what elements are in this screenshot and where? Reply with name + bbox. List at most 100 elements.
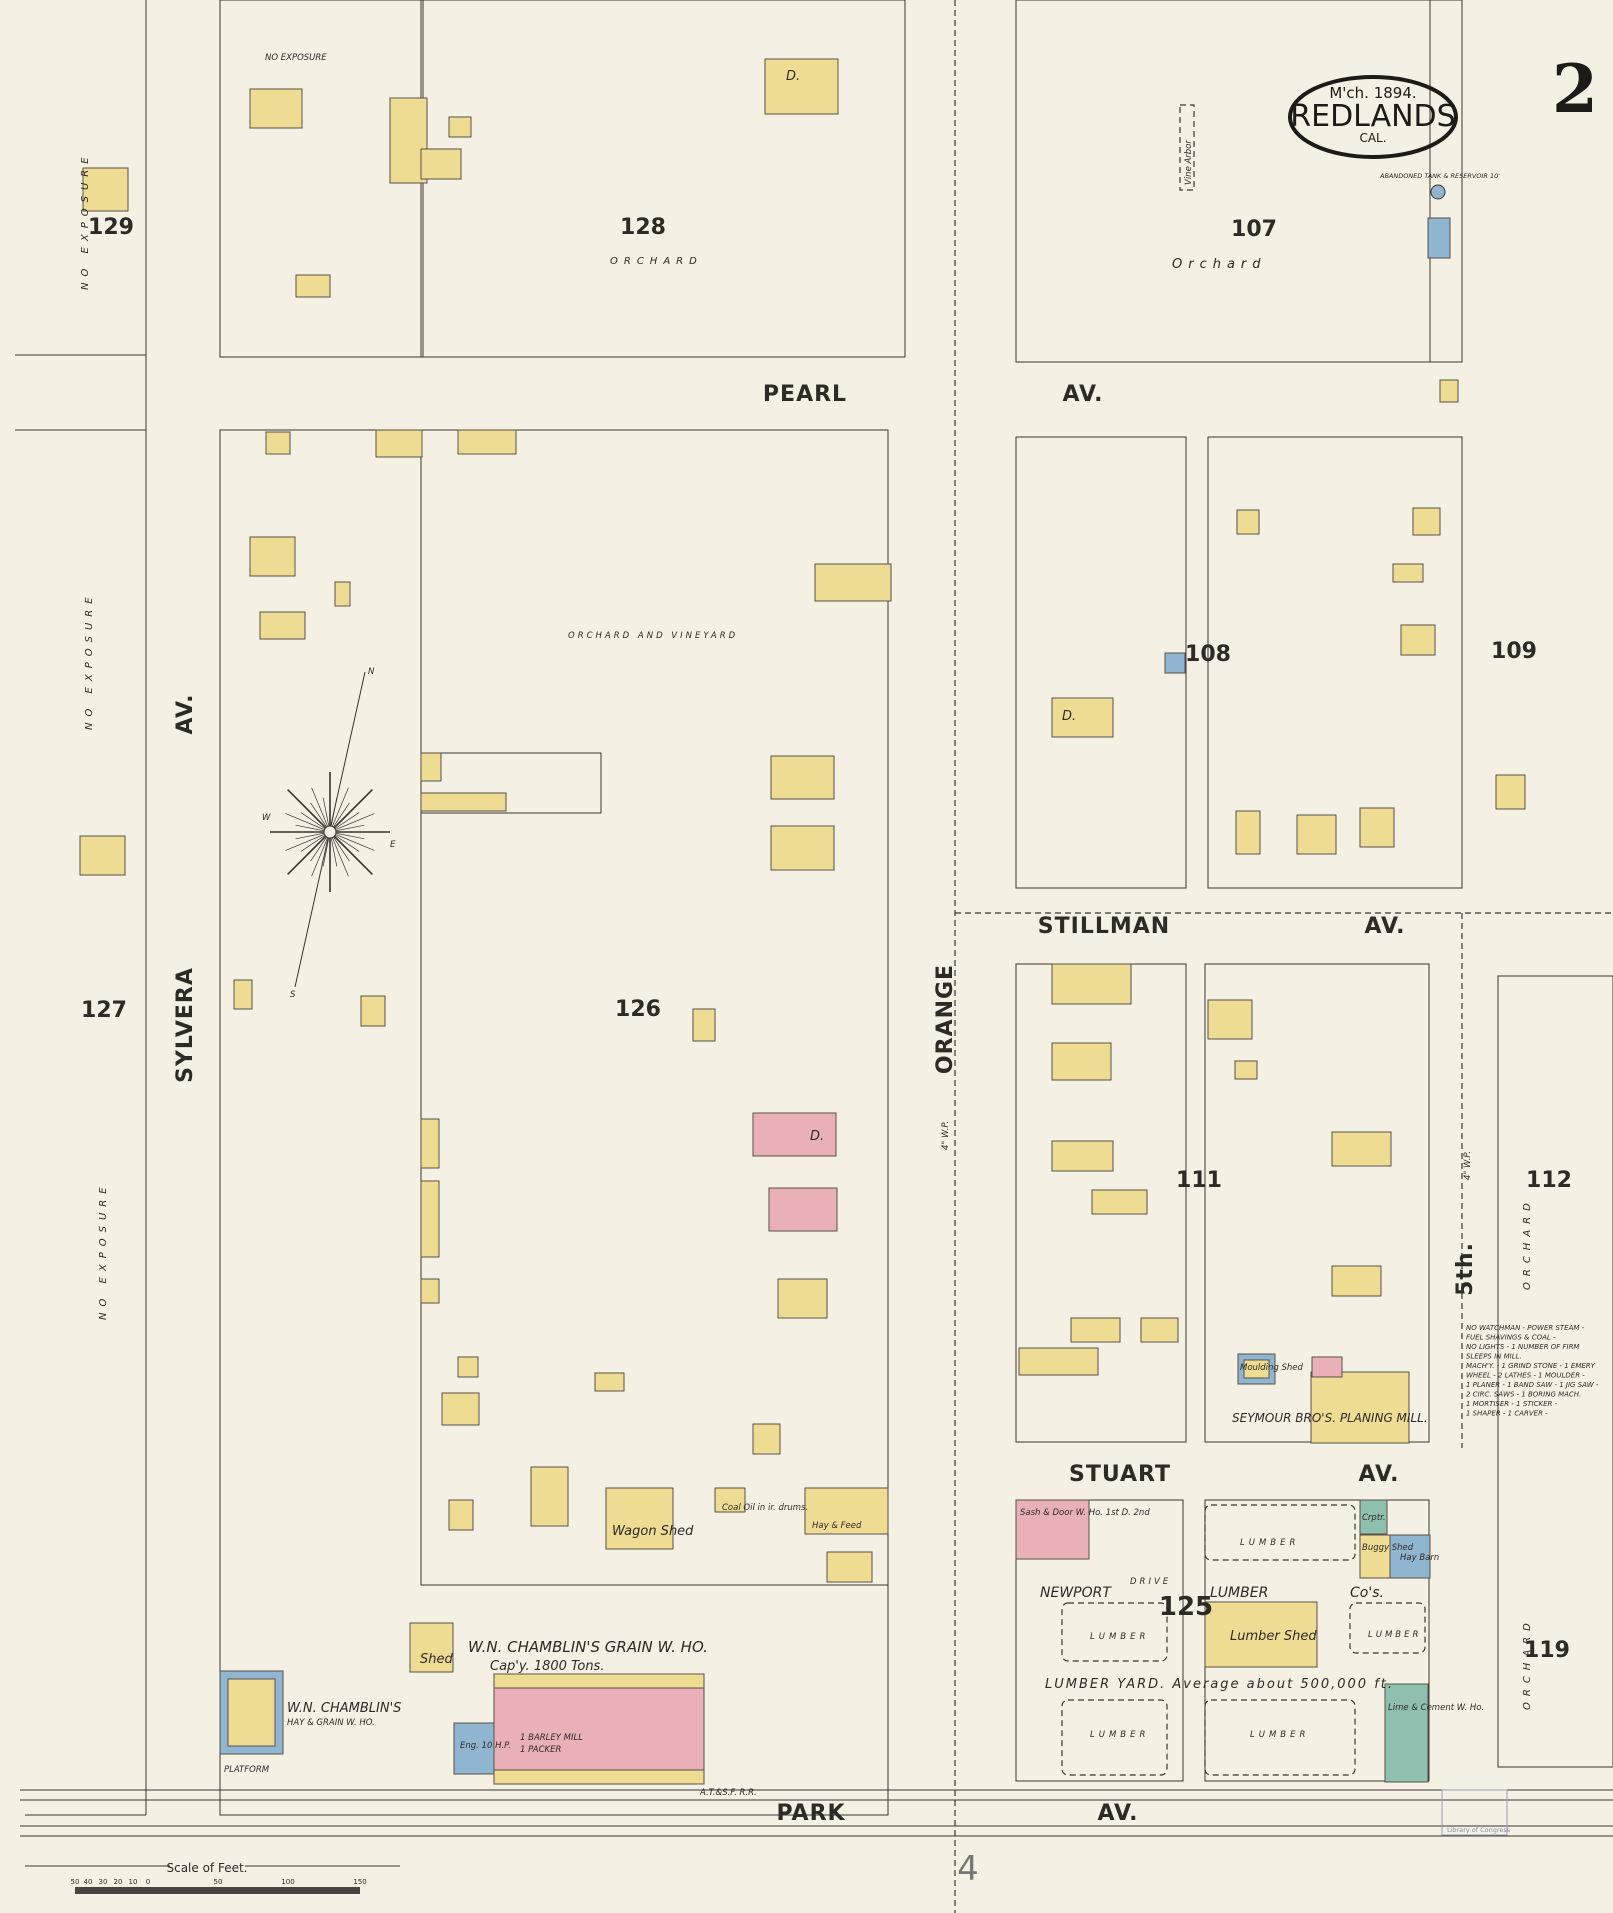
building [752, 1423, 781, 1455]
scale-tick: 40 [84, 1878, 93, 1886]
building [1296, 814, 1337, 855]
lumber-pile [1349, 1602, 1426, 1654]
building [1051, 1140, 1114, 1172]
block-111: 111 [1176, 1168, 1222, 1193]
dwelling-label: D. [1062, 709, 1076, 724]
sash-door-label: Sash & Door W. Ho. 1st D. 2nd [1020, 1508, 1150, 1518]
mill-note-line: 1 MORTISER - 1 STICKER - [1466, 1400, 1558, 1408]
lumber-yard-label: LUMBER YARD. Average about 500,000 ft. [1045, 1677, 1394, 1692]
no-exposure-left-2: NO EXPOSURE [84, 591, 95, 730]
water-pipe-orange: 4" W.P. [941, 1121, 951, 1150]
grain-warehouse-title: W.N. CHAMBLIN'S GRAIN W. HO. [468, 1638, 708, 1656]
compass-ray [287, 831, 331, 875]
building [493, 1673, 705, 1689]
building [1070, 1317, 1121, 1343]
lumber-pile-5: LUMBER [1250, 1730, 1309, 1740]
block-outline [219, 0, 906, 358]
lumber-pile [1204, 1504, 1356, 1561]
wagon-shed-label: Wagon Shed [612, 1524, 694, 1539]
building [1018, 1347, 1099, 1376]
title-cartouche: M'ch. 1894. REDLANDS CAL. [1288, 75, 1458, 159]
building [448, 1499, 474, 1531]
building [594, 1372, 625, 1392]
street-park-av: AV. [1097, 1801, 1138, 1826]
mill-note-line: 1 SHAPER - 1 CARVER - [1466, 1410, 1548, 1418]
building [1439, 379, 1459, 403]
scale-tick: 10 [129, 1878, 138, 1886]
compass-e: E [390, 840, 396, 850]
dwelling-label: D. [786, 69, 800, 84]
scale-tick: 0 [146, 1878, 150, 1886]
building [714, 1487, 746, 1513]
building [249, 536, 296, 577]
building [768, 1187, 838, 1232]
block-107: 107 [1231, 217, 1277, 242]
block-128: 128 [620, 215, 666, 240]
building [259, 611, 306, 640]
scale-title: Scale of Feet. [166, 1861, 247, 1875]
street-stillman: STILLMAN [1038, 914, 1170, 939]
building [605, 1487, 674, 1550]
building [420, 148, 462, 180]
hay-feed-label: Hay & Feed [812, 1521, 862, 1531]
water-pipe-fifth: 4" W.P. [1463, 1151, 1473, 1180]
building [1427, 217, 1451, 259]
hay-grain-name: W.N. CHAMBLIN'S [287, 1701, 401, 1716]
drive-label: DRIVE [1130, 1577, 1171, 1587]
building [265, 431, 291, 455]
street-sylvera-av: AV. [173, 693, 198, 734]
railroad-tracks [20, 1789, 1613, 1837]
block-outline [420, 429, 889, 1586]
seymour-mill-label: SEYMOUR BRO'S. PLANING MILL. [1232, 1411, 1428, 1425]
building [692, 1008, 716, 1042]
carpentry-label: Crptr. [1362, 1513, 1386, 1523]
lumber-pile-2: LUMBER [1240, 1538, 1299, 1548]
orchard-107: Orchard [1172, 257, 1267, 272]
company-label: Co's. [1350, 1585, 1384, 1601]
building [493, 1687, 705, 1785]
building [1164, 652, 1186, 674]
scale-tick: 50 [71, 1878, 80, 1886]
street-sylvera: SYLVERA [173, 967, 198, 1083]
compass-ray [329, 787, 349, 833]
compass-ray [329, 789, 373, 833]
mill-note-line: MACH'Y. - 1 GRIND STONE - 1 EMERY [1466, 1362, 1596, 1370]
building [82, 167, 129, 212]
dwelling-label: D. [810, 1129, 824, 1144]
hay-barn-label: Hay Barn [1400, 1553, 1439, 1563]
building [1495, 774, 1526, 810]
lumber-pile-3: LUMBER [1368, 1630, 1421, 1640]
building [1392, 563, 1424, 583]
compass-ray [311, 787, 331, 833]
building [420, 1180, 440, 1258]
building [360, 995, 386, 1027]
building [1051, 697, 1114, 738]
lumber-pile [1061, 1602, 1168, 1662]
building [826, 1551, 873, 1583]
building [1243, 1359, 1270, 1379]
compass-ray [329, 831, 373, 875]
block-125: 125 [1159, 1592, 1213, 1622]
railroad-label: A.T.&S.F. R.R. [699, 1788, 757, 1798]
mill-note-line: NO WATCHMAN - POWER STEAM - [1466, 1324, 1585, 1332]
building [1140, 1317, 1179, 1343]
block-outline [1207, 436, 1463, 889]
compass-w: W [262, 813, 271, 823]
building [1389, 1534, 1431, 1579]
building [1015, 1499, 1090, 1560]
building [1400, 624, 1436, 656]
tank-icon [1430, 184, 1446, 200]
building [1359, 807, 1395, 848]
mill-note-line: NO LIGHTS - 1 NUMBER OF FIRM [1466, 1343, 1579, 1351]
street-lines [15, 0, 1613, 1913]
building [1207, 999, 1253, 1040]
compass-ray [329, 831, 349, 877]
grain-warehouse-capacity: Cap'y. 1800 Tons. [490, 1659, 604, 1674]
street-fifth: 5th. [1453, 1242, 1478, 1296]
no-exposure-left-1: NO EXPOSURE [80, 151, 91, 290]
newport-label: NEWPORT [1040, 1585, 1112, 1601]
building [814, 563, 892, 602]
building [457, 429, 517, 455]
